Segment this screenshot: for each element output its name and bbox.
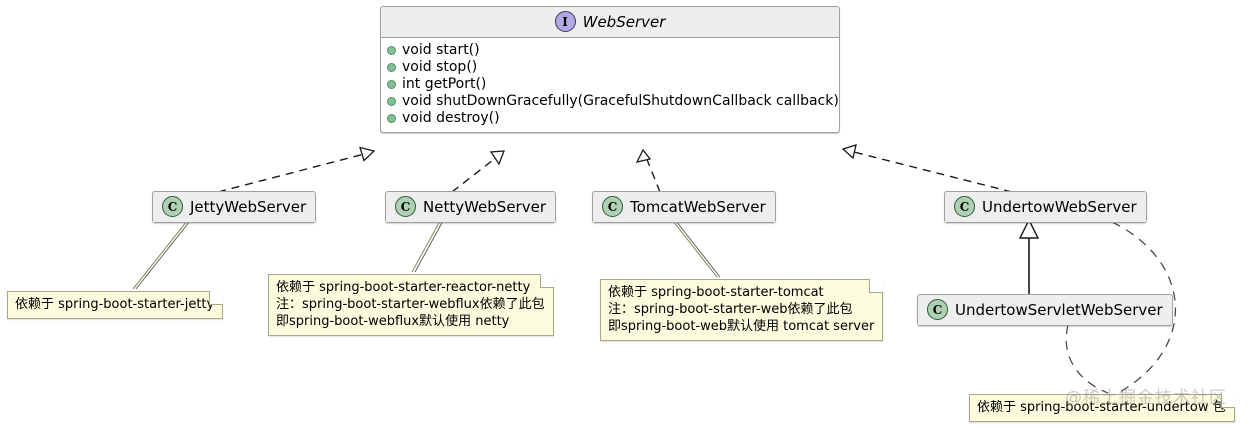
- member-row: void start(): [387, 42, 833, 59]
- note-jetty-dependency[interactable]: 依赖于 spring-boot-starter-jetty: [7, 291, 224, 319]
- note-tomcat-dependency[interactable]: 依赖于 spring-boot-starter-tomcat 注：spring-…: [600, 279, 884, 341]
- note-undertow-dependency[interactable]: 依赖于 spring-boot-starter-undertow 包: [969, 394, 1235, 422]
- class-undertowwebserver[interactable]: C UndertowWebServer: [944, 191, 1147, 223]
- member-row: int getPort(): [387, 76, 833, 93]
- class-tomcatwebserver-header: C TomcatWebServer: [593, 192, 775, 222]
- member-signature: void stop(): [402, 59, 478, 75]
- note-fold-icon: [209, 291, 224, 305]
- class-undertowwebserver-name: UndertowWebServer: [982, 197, 1137, 216]
- class-undertowservletwebserver-header: C UndertowServletWebServer: [918, 295, 1172, 325]
- note-line: 即spring-boot-webflux默认使用 netty: [276, 314, 510, 329]
- note-anchor-netty: [411, 220, 444, 273]
- interface-stereotype-icon: I: [554, 11, 576, 32]
- note-fold-icon: [539, 274, 554, 288]
- edge-netty-realization: [451, 150, 505, 193]
- note-line: 依赖于 spring-boot-starter-jetty: [15, 297, 215, 312]
- class-nettywebserver-name: NettyWebServer: [423, 197, 546, 216]
- member-row: void stop(): [387, 59, 833, 76]
- member-signature: int getPort(): [402, 76, 487, 92]
- class-stereotype-icon: C: [162, 196, 183, 217]
- class-jettywebserver-name: JettyWebServer: [190, 197, 307, 216]
- edge-jetty-realization: [217, 146, 376, 193]
- class-nettywebserver[interactable]: C NettyWebServer: [385, 191, 556, 223]
- class-stereotype-icon: C: [927, 299, 948, 320]
- class-stereotype-icon: C: [954, 196, 975, 217]
- member-signature: void start(): [402, 42, 480, 58]
- member-signature: void destroy(): [402, 110, 500, 126]
- note-anchor-tomcat: [672, 220, 721, 278]
- class-undertowwebserver-header: C UndertowWebServer: [945, 192, 1146, 222]
- public-visibility-icon: [387, 80, 396, 89]
- edge-undertow-realization: [841, 144, 1013, 193]
- class-stereotype-icon: C: [395, 196, 416, 217]
- class-jettywebserver[interactable]: C JettyWebServer: [152, 191, 317, 223]
- interface-webserver[interactable]: I WebServer void start() void stop() int…: [380, 6, 840, 133]
- class-tomcatwebserver-name: TomcatWebServer: [630, 197, 766, 216]
- note-fold-icon: [869, 279, 884, 293]
- note-line: 依赖于 spring-boot-starter-reactor-netty: [276, 280, 531, 295]
- note-line: 注：spring-boot-starter-webflux依赖了此包: [276, 297, 545, 312]
- public-visibility-icon: [387, 46, 396, 55]
- public-visibility-icon: [387, 63, 396, 72]
- edge-undertow-servlet-generalization: [1018, 218, 1040, 294]
- edge-tomcat-realization: [635, 148, 661, 193]
- class-stereotype-icon: C: [602, 196, 623, 217]
- note-line: 依赖于 spring-boot-starter-tomcat: [608, 285, 824, 300]
- note-fold-icon: [1220, 394, 1235, 408]
- note-line: 即spring-boot-web默认使用 tomcat server: [608, 319, 875, 334]
- member-signature: void shutDownGracefully(GracefulShutdown…: [402, 93, 839, 109]
- note-line: 注：spring-boot-starter-web依赖了此包: [608, 302, 853, 317]
- class-jettywebserver-header: C JettyWebServer: [153, 192, 316, 222]
- class-tomcatwebserver[interactable]: C TomcatWebServer: [592, 191, 776, 223]
- note-anchor-jetty: [132, 220, 191, 290]
- member-row: void destroy(): [387, 110, 833, 127]
- class-undertowservletwebserver[interactable]: C UndertowServletWebServer: [917, 294, 1173, 326]
- class-undertowservletwebserver-name: UndertowServletWebServer: [955, 300, 1163, 319]
- note-anchor-undertow-servlet: [1065, 324, 1109, 394]
- interface-webserver-members: void start() void stop() int getPort() v…: [381, 38, 839, 132]
- class-nettywebserver-header: C NettyWebServer: [386, 192, 555, 222]
- note-netty-dependency[interactable]: 依赖于 spring-boot-starter-reactor-netty 注：…: [268, 274, 554, 336]
- public-visibility-icon: [387, 114, 396, 123]
- interface-webserver-header: I WebServer: [381, 7, 839, 38]
- public-visibility-icon: [387, 97, 396, 106]
- member-row: void shutDownGracefully(GracefulShutdown…: [387, 93, 839, 110]
- interface-webserver-name: WebServer: [582, 12, 666, 31]
- note-line: 依赖于 spring-boot-starter-undertow 包: [977, 400, 1226, 415]
